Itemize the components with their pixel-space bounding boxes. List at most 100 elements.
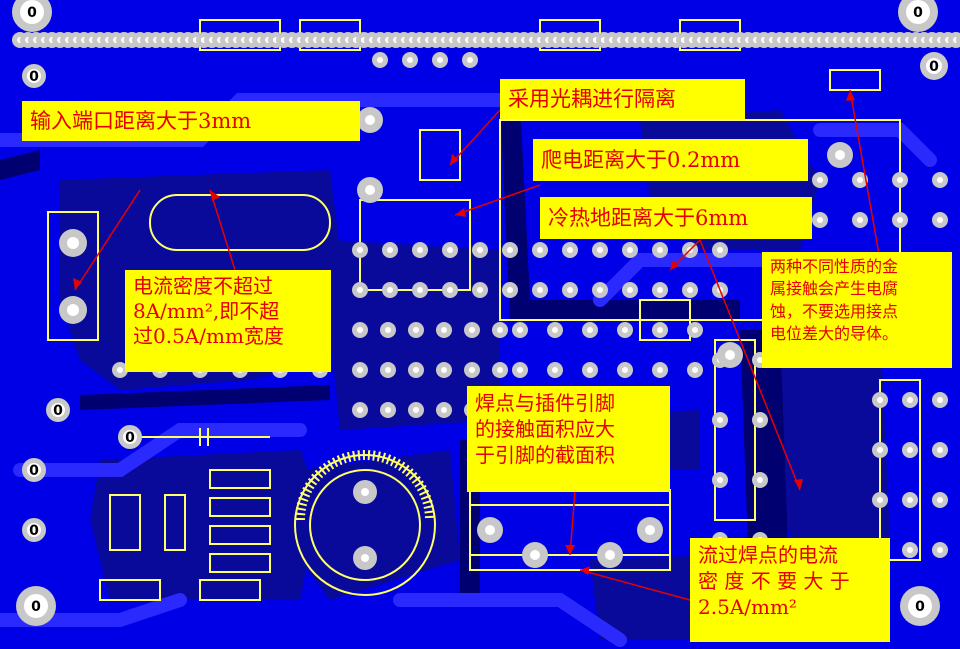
pad-hole — [517, 367, 523, 373]
pad-hole — [413, 367, 419, 373]
pad-hole — [497, 327, 503, 333]
pad-hole — [477, 287, 483, 293]
pad-hole — [817, 177, 823, 183]
pad-hole — [587, 327, 593, 333]
pad-hole — [937, 397, 943, 403]
pad-hole — [497, 367, 503, 373]
pad-hole — [357, 247, 363, 253]
pad-hole — [757, 357, 763, 363]
pad-hole — [857, 177, 863, 183]
pad-hole — [597, 247, 603, 253]
pad-hole — [441, 327, 447, 333]
connector-left-c: 0 — [22, 458, 46, 482]
pad-hole — [469, 367, 475, 373]
pad-hole — [657, 287, 663, 293]
pad-hole — [507, 247, 513, 253]
pad-hole — [907, 447, 913, 453]
pad-marking: 0 — [29, 523, 39, 539]
pad-hole — [365, 115, 375, 125]
pad-marking: 0 — [31, 599, 41, 615]
pad-hole — [530, 550, 540, 560]
pad-marking: 0 — [29, 69, 39, 85]
pad-hole — [622, 327, 628, 333]
pad-marking: 0 — [53, 403, 63, 419]
pad-hole — [117, 367, 123, 373]
pad-hole — [907, 497, 913, 503]
label-solder-current-density: 流过焊点的电流 密 度 不 要 大 于 2.5A/mm² — [690, 538, 890, 642]
pad-hole — [657, 247, 663, 253]
pad-hole — [387, 287, 393, 293]
pad-hole — [537, 287, 543, 293]
pad-hole — [877, 397, 883, 403]
pad-marking: 0 — [929, 59, 939, 75]
connector-bottom-left: 0 — [16, 586, 56, 626]
pad-hole — [587, 367, 593, 373]
pad-hole — [937, 547, 943, 553]
pad-hole — [725, 350, 735, 360]
pad-hole — [441, 407, 447, 413]
pad-hole — [897, 217, 903, 223]
pad-hole — [357, 327, 363, 333]
pad-hole — [552, 367, 558, 373]
isolation-gaps — [0, 100, 790, 600]
pad-hole — [417, 247, 423, 253]
connector-left-a: 0 — [22, 64, 46, 88]
connector-right: 0 — [920, 52, 948, 80]
pad-hole — [567, 287, 573, 293]
pad-hole — [385, 327, 391, 333]
pad-hole — [657, 367, 663, 373]
pad-hole — [627, 287, 633, 293]
pad-hole — [717, 417, 723, 423]
pad-hole — [413, 407, 419, 413]
pad-hole — [567, 247, 573, 253]
connector-left-d: 0 — [22, 518, 46, 542]
label-optocoupler-isolation: 采用光耦进行隔离 — [500, 79, 745, 119]
pad-hole — [937, 177, 943, 183]
pad-hole — [377, 57, 383, 63]
label-solder-contact-area: 焊点与插件引脚 的接触面积应大 于引脚的截面积 — [467, 386, 670, 492]
connector-bottom-right: 0 — [900, 586, 940, 626]
pad-hole — [937, 447, 943, 453]
pad-hole — [413, 327, 419, 333]
label-dissimilar-metals: 两种不同性质的金 属接触会产生电腐 蚀，不要选用接点 电位差大的导体。 — [762, 252, 952, 368]
pad-hole — [417, 287, 423, 293]
arrow-heads — [73, 90, 855, 575]
pad-marking: 0 — [29, 463, 39, 479]
toroid-inductor — [294, 450, 436, 596]
label-hot-cold-ground: 冷热地距离大于6mm — [540, 197, 812, 239]
pad-hole — [441, 367, 447, 373]
connector-mid: 0 — [118, 425, 142, 449]
pad-hole — [907, 547, 913, 553]
connector-pads: 0 0 0 0 0 0 0 — [12, 0, 948, 626]
pad-marking: 0 — [27, 5, 37, 21]
pad-hole — [469, 327, 475, 333]
label-creepage-distance: 爬电距离大于0.2mm — [533, 139, 808, 181]
pad-hole — [385, 407, 391, 413]
connector-top-left: 0 — [12, 0, 52, 32]
pad-hole — [467, 57, 473, 63]
pad-hole — [937, 497, 943, 503]
pad-hole — [605, 550, 615, 560]
through-hole-pad — [956, 33, 960, 47]
pad-hole — [877, 497, 883, 503]
pad-hole — [622, 367, 628, 373]
pad-hole — [717, 477, 723, 483]
pad-hole — [877, 447, 883, 453]
connector-top-right: 0 — [898, 0, 938, 32]
pad-hole — [657, 327, 663, 333]
pad-hole — [937, 217, 943, 223]
label-input-port-distance: 输入端口距离大于3mm — [22, 101, 360, 141]
pad-hole — [757, 417, 763, 423]
pad-hole — [485, 525, 495, 535]
pad-hole — [517, 327, 523, 333]
pad-hole — [597, 287, 603, 293]
silkscreen — [47, 19, 921, 601]
pad-hole — [907, 397, 913, 403]
pad-hole — [477, 247, 483, 253]
pad-marking: 0 — [913, 5, 923, 21]
pad-hole — [897, 177, 903, 183]
pad-hole — [857, 217, 863, 223]
pad-hole — [407, 57, 413, 63]
pad-hole — [645, 525, 655, 535]
